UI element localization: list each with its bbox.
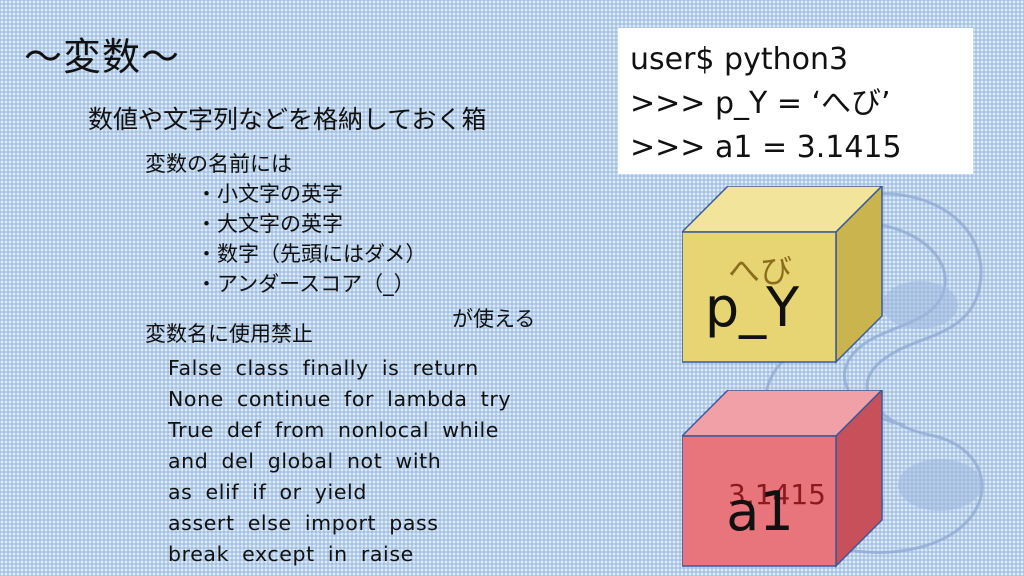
box-value: 3.1415 — [728, 478, 826, 511]
naming-item-digits: ・数字（先頭にはダメ） — [196, 242, 427, 266]
variable-box-p-y: へび p_Y — [682, 186, 884, 364]
naming-item-lowercase: ・小文字の英字 — [196, 182, 343, 206]
reserved-row: as elif if or yield — [168, 480, 367, 504]
slide-title: 〜変数〜 — [24, 35, 181, 79]
box-value: へび — [728, 252, 792, 290]
terminal-line: user$ python3 — [630, 42, 849, 77]
reserved-row: and del global not with — [168, 449, 442, 473]
naming-item-uppercase: ・大文字の英字 — [196, 212, 343, 236]
reserved-heading: 変数名に使用禁止 — [145, 322, 313, 346]
naming-item-underscore: ・アンダースコア（_） — [196, 272, 415, 296]
variable-box-a1: 3.1415 a1 — [682, 390, 884, 568]
python-snake-illustration — [763, 192, 984, 554]
reserved-row: break except in raise — [168, 542, 414, 566]
reserved-row: False class finally is return — [168, 356, 479, 380]
reserved-row: assert else import pass — [168, 511, 439, 535]
naming-heading: 変数の名前には — [145, 152, 292, 176]
terminal-panel: user$ python3 >>> p_Y = ‘へび’ >>> a1 = 3.… — [618, 28, 973, 174]
slide-subtitle: 数値や文字列などを格納しておく箱 — [88, 105, 487, 134]
reserved-row: True def from nonlocal while — [168, 418, 500, 442]
reserved-row: None continue for lambda try — [168, 387, 512, 411]
terminal-line: >>> p_Y = ‘へび’ — [630, 86, 891, 121]
terminal-line: >>> a1 = 3.1415 — [630, 130, 902, 165]
box-label: a1 — [726, 480, 793, 543]
naming-suffix: が使える — [452, 307, 536, 331]
box-label: p_Y — [705, 276, 800, 339]
